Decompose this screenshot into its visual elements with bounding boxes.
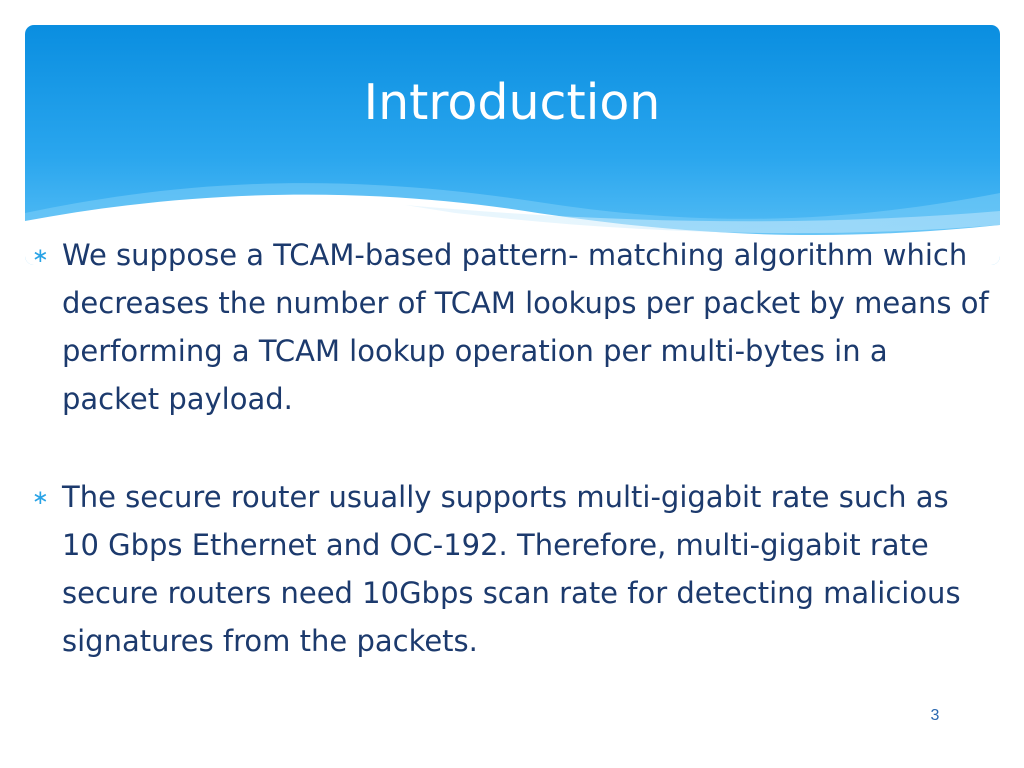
- page-number: 3: [930, 707, 940, 724]
- slide-title: Introduction: [363, 74, 661, 131]
- asterisk-bullet-icon: ∗: [32, 243, 49, 267]
- bullet-list: ∗ We suppose a TCAM-based pattern- match…: [32, 231, 992, 715]
- title-banner: [25, 25, 1000, 265]
- title-banner-graphic: [25, 25, 1000, 265]
- bullet-item: ∗ The secure router usually supports mul…: [32, 473, 992, 665]
- asterisk-bullet-icon: ∗: [32, 485, 49, 509]
- bullet-text: The secure router usually supports multi…: [62, 480, 961, 658]
- bullet-item: ∗ We suppose a TCAM-based pattern- match…: [32, 231, 992, 423]
- bullet-text: We suppose a TCAM-based pattern- matchin…: [62, 238, 989, 416]
